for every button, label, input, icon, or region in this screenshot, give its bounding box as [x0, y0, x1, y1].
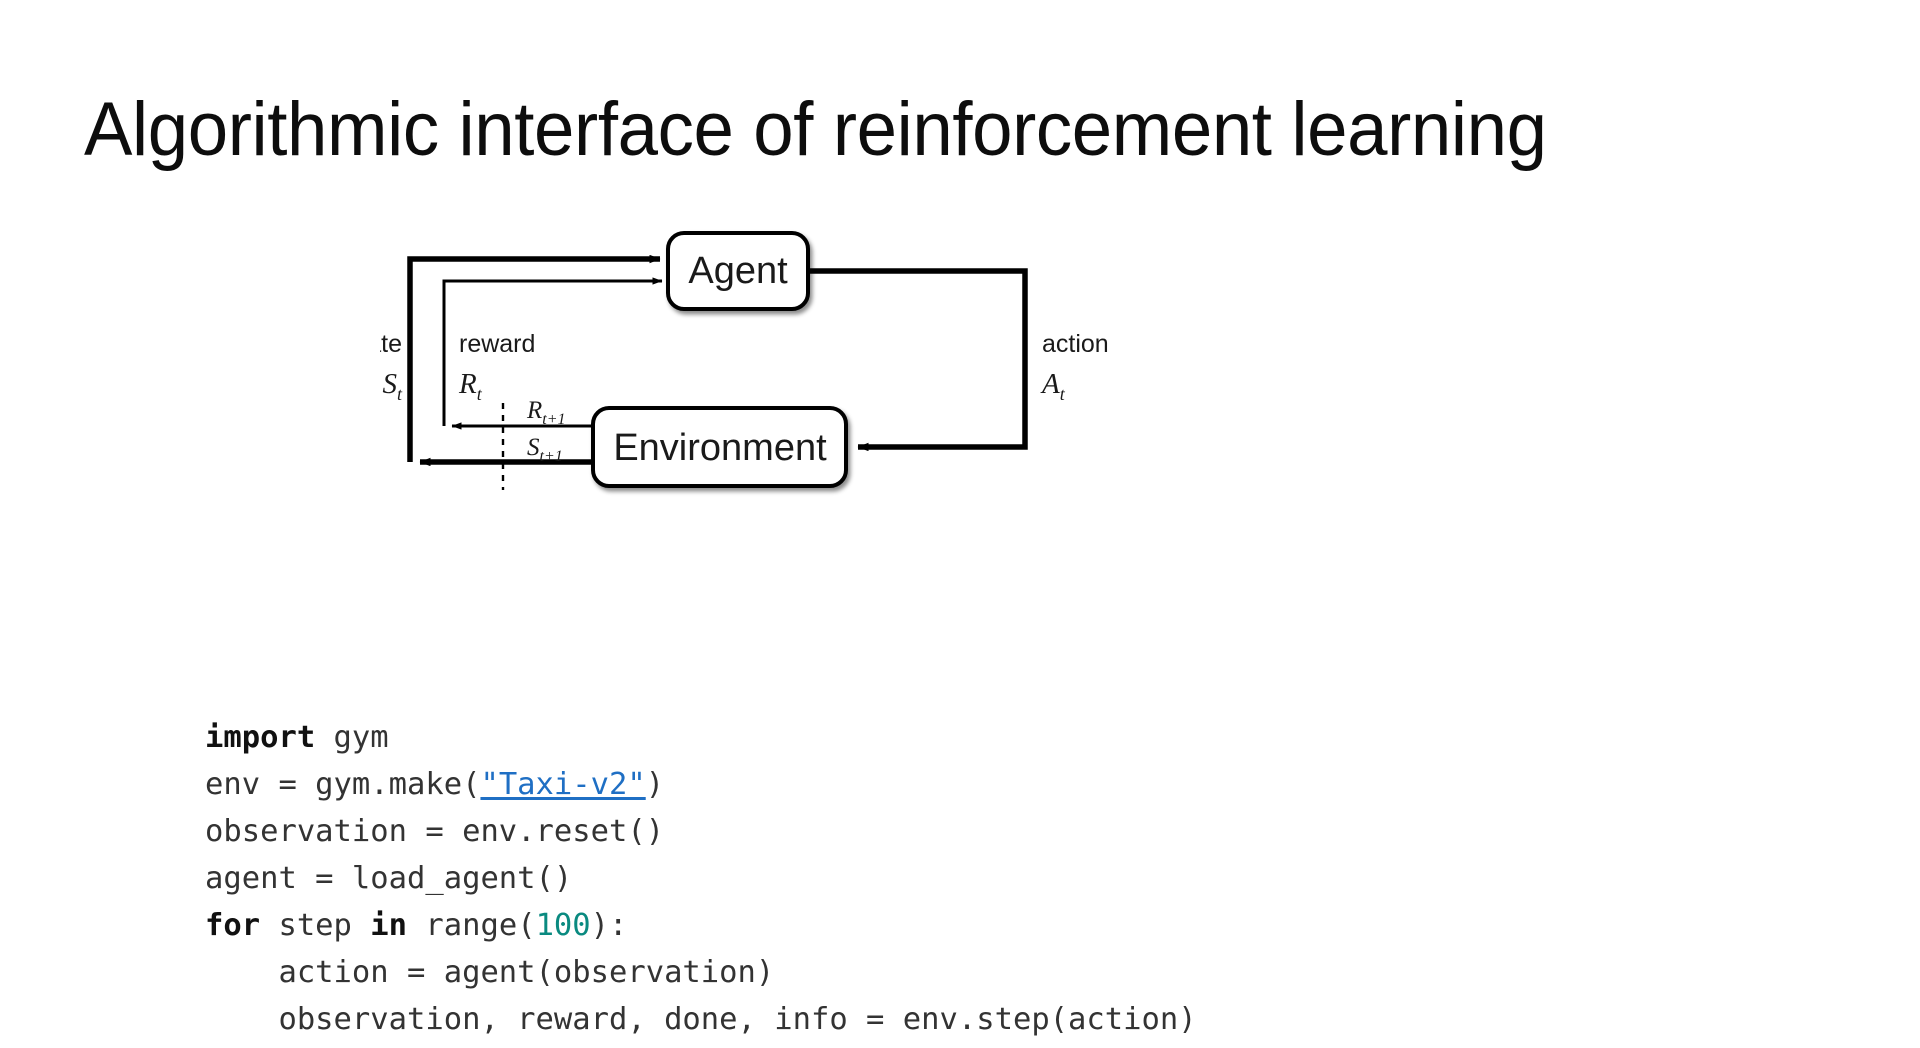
- label-next-state: St+1: [527, 434, 563, 465]
- code-token: env = gym.make(: [205, 766, 481, 802]
- code-line: observation = env.reset(): [205, 814, 664, 849]
- edge-reward-to-agent: [442, 277, 663, 426]
- reward-word: reward: [459, 330, 535, 358]
- state-symbol: St: [382, 368, 403, 404]
- code-token: for: [205, 907, 261, 943]
- code-token: range(: [407, 907, 536, 943]
- code-token: observation, reward, done, info = env.st…: [205, 1001, 1197, 1037]
- label-state: state St: [380, 330, 403, 404]
- code-token: in: [370, 907, 408, 943]
- rl-loop-svg: Agent Environment state St: [380, 231, 1109, 490]
- node-agent: Agent: [666, 231, 810, 311]
- env-id-link[interactable]: "Taxi-v2": [480, 766, 646, 802]
- environment-label: Environment: [613, 427, 827, 469]
- label-next-reward: Rt+1: [526, 397, 566, 428]
- code-line: agent = load_agent(): [205, 861, 572, 896]
- code-line: observation, reward, done, info = env.st…: [205, 1001, 1197, 1037]
- code-token: observation = env.reset(): [205, 813, 665, 849]
- code-token: 100: [535, 907, 591, 943]
- reward-symbol: Rt: [458, 368, 483, 404]
- code-line: for step in range(100):: [205, 908, 627, 943]
- code-line: env = gym.make("Taxi-v2"): [205, 767, 664, 802]
- state-word: state: [380, 330, 402, 358]
- action-word: action: [1042, 330, 1109, 358]
- code-token: import: [205, 719, 316, 755]
- node-environment: Environment: [591, 406, 848, 488]
- code-line: import gym: [205, 720, 389, 755]
- code-token: ): [645, 766, 665, 802]
- code-token: ):: [590, 907, 628, 943]
- python-code-block: import gym env = gym.make("Taxi-v2") obs…: [205, 714, 1197, 1043]
- label-reward: reward Rt: [458, 330, 535, 404]
- page-title: Algorithmic interface of reinforcement l…: [84, 86, 1547, 172]
- code-root: import gym env = gym.make("Taxi-v2") obs…: [205, 720, 1197, 1037]
- code-token: step: [260, 907, 371, 943]
- agent-label: Agent: [688, 250, 788, 292]
- code-token: gym: [315, 719, 389, 755]
- action-symbol: At: [1040, 368, 1066, 404]
- label-action: action At: [1040, 330, 1109, 404]
- rl-loop-diagram: Agent Environment state St: [380, 215, 1200, 525]
- edge-state-to-agent: [407, 254, 661, 462]
- code-token: action = agent(observation): [205, 954, 775, 990]
- code-token: agent = load_agent(): [205, 860, 573, 896]
- environment-box: [591, 406, 848, 488]
- code-line: action = agent(observation): [205, 955, 774, 990]
- edge-action-to-environment: [808, 268, 1028, 452]
